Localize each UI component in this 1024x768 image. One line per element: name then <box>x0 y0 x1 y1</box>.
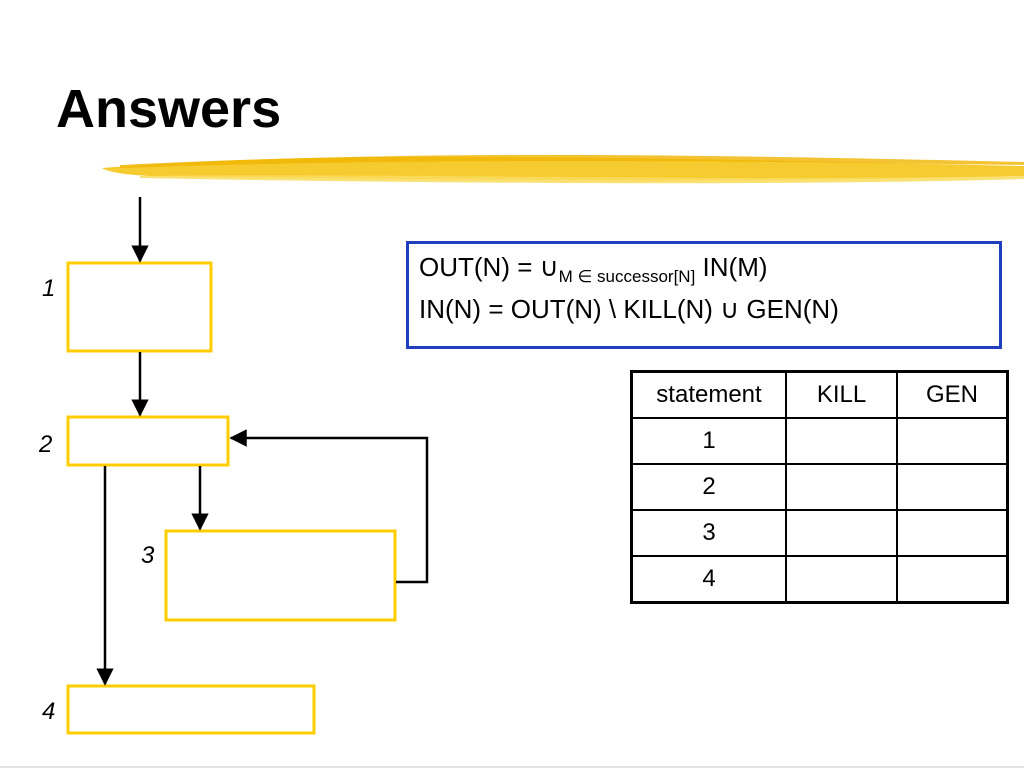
equation-out-rhs: IN(M) <box>695 252 768 282</box>
cell-kill <box>785 509 898 557</box>
cell-statement: 4 <box>630 555 787 604</box>
table-row: 3 <box>630 509 1009 557</box>
cell-gen <box>896 509 1009 557</box>
brush-stroke-divider <box>102 154 1024 184</box>
node-2-box <box>66 415 230 467</box>
table-row: 2 <box>630 463 1009 511</box>
node-3-label: 3 <box>141 542 155 569</box>
cell-kill <box>785 555 898 604</box>
footer-divider <box>0 766 1024 768</box>
table-header-row: statement KILL GEN <box>630 370 1009 419</box>
union-symbol: ∪ <box>720 295 740 325</box>
brush-stroke-highlight <box>120 154 1024 168</box>
node-1-label: 1 <box>42 275 55 302</box>
node-2-label: 2 <box>38 431 52 458</box>
kill-gen-table: statement KILL GEN 1 2 3 4 <box>630 370 1009 604</box>
header-kill: KILL <box>785 370 898 419</box>
cell-statement: 1 <box>630 417 787 465</box>
header-gen: GEN <box>896 370 1009 419</box>
cell-statement: 2 <box>630 463 787 511</box>
equation-in: IN(N) = OUT(N) \ KILL(N) ∪ GEN(N) <box>419 296 999 338</box>
slide-title: Answers <box>56 79 282 139</box>
table-row: 1 <box>630 417 1009 465</box>
node-3-box <box>164 529 397 622</box>
cell-kill <box>785 463 898 511</box>
equation-in-rhs: GEN(N) <box>739 294 839 324</box>
cell-gen <box>896 463 1009 511</box>
equation-out-lhs: OUT(N) = <box>419 252 540 282</box>
cell-gen <box>896 417 1009 465</box>
node-4-label: 4 <box>42 698 55 725</box>
equation-out: OUT(N) = ∪M ∈ successor[N] IN(M) <box>419 254 999 296</box>
cell-statement: 3 <box>630 509 787 557</box>
node-4-box <box>66 684 316 735</box>
node-1-box <box>66 261 213 353</box>
union-symbol: ∪ <box>539 253 559 283</box>
brush-stroke-light <box>140 175 1024 184</box>
equation-out-subscript: M ∈ successor[N] <box>558 267 696 286</box>
dataflow-equations-box: OUT(N) = ∪M ∈ successor[N] IN(M) IN(N) =… <box>406 241 1002 349</box>
cell-gen <box>896 555 1009 604</box>
edge-3-to-2-back <box>229 429 429 584</box>
table-row: 4 <box>630 555 1009 604</box>
cell-kill <box>785 417 898 465</box>
equation-in-lhs: IN(N) = OUT(N) \ KILL(N) <box>419 294 721 324</box>
header-statement: statement <box>630 370 787 419</box>
